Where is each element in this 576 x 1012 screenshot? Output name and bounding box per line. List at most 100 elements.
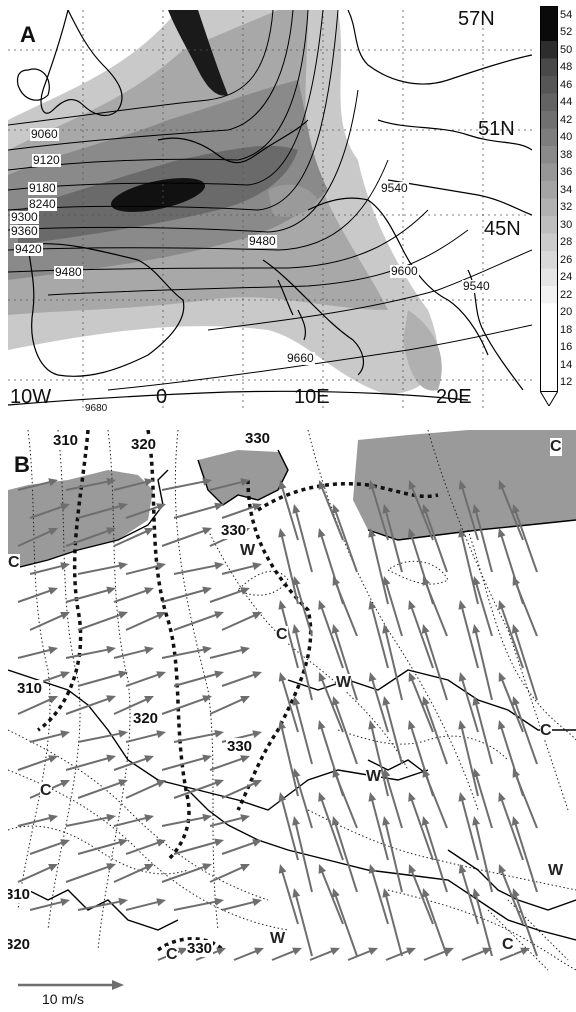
wind-vector-shaft [370,797,389,861]
wind-vector-shaft [474,509,493,573]
warm-center-symbol: W [366,768,382,786]
wind-vector-shaft [161,816,207,827]
wind-vector-head [421,624,430,634]
wind-vector-head [202,645,212,654]
contour-label: 9680 [84,402,109,412]
wind-vector-shaft [384,821,403,893]
wind-vector-head [254,947,264,956]
wind-vector-head [106,586,116,595]
wind-vector-shaft [514,581,538,637]
wind-vector-head [106,863,116,871]
theta-label: 330 [244,430,272,447]
wind-vector-shaft [125,900,161,911]
wind-vector-head [458,864,467,874]
panel-b-letter: B [14,452,30,477]
wind-vector-head [202,586,212,595]
theta-contour-line [207,529,409,771]
wind-vector-shaft [460,677,479,733]
wind-vector-head [214,779,224,787]
colorbar-swatch [540,181,558,199]
lon-label-0: 0 [156,386,168,408]
theta-contours [8,430,576,971]
cold-center-symbol: C [276,626,288,644]
wind-vector-shaft [294,893,313,957]
wind-vector-head [214,502,224,511]
wind-vectors [17,477,538,961]
wind-vector-head [458,480,467,490]
wind-vector-head [422,504,430,514]
theta-label: 330 [186,940,214,957]
wind-vector-head [472,696,481,706]
wind-vector-head [214,838,224,847]
wind-vector-shaft [384,893,403,957]
colorbar-swatch [540,6,558,24]
colorbar-swatch [540,251,558,269]
wind-vector-shaft [161,480,207,491]
wind-vector-head [318,672,327,682]
colorbar-tick-label: 18 [560,323,573,336]
wind-vector-head [382,504,391,514]
wind-vector-head [202,477,212,486]
wind-vector-head [252,839,262,847]
wind-vector-head [48,814,58,823]
wind-vector-shaft [384,629,403,701]
wind-vector-shaft [294,701,313,765]
wind-vector-shaft [384,773,403,829]
theta-contour-line [467,529,576,741]
wind-vector-shaft [347,949,373,961]
contour-label: 9600 [390,264,419,278]
wind-vector-shaft [113,816,149,827]
theta-label: 320 [132,710,160,727]
colorbar-tick-label: 14 [560,358,573,371]
wind-vector-shaft [65,756,111,771]
wind-vector-head [106,695,116,703]
contour-label: 9540 [462,279,491,293]
wind-vector-shaft [514,893,538,957]
wind-vector-head [240,755,250,763]
colorbar-swatch [540,146,558,164]
wind-vector-shaft [77,672,123,687]
wind-vector-shaft [173,564,219,575]
wind-vector-head [407,720,416,730]
wind-vector-head [332,888,340,898]
wind-vector-shaft [77,732,123,743]
lon-label-20e: 20E [436,386,472,408]
wind-vector-head [48,478,58,487]
wind-vector-shaft [173,672,219,687]
wind-vector-shaft [334,581,358,637]
wind-vector-head [368,864,377,874]
theta-contour-line [307,809,576,891]
wind-vector-head [472,624,480,634]
colorbar-swatch [540,93,558,112]
colorbar-swatch [540,216,558,234]
wind-vector-shaft [77,840,123,855]
theta-label: 320 [130,436,158,453]
colorbar-tick-label: 48 [560,61,573,74]
panel-b-wind-theta-map: B 310 320 330 330 310 320 330 310 320 33… [8,430,576,972]
wind-vector-shaft [423,629,448,701]
wind-vector-head [144,696,154,704]
wind-vector-shaft [423,821,448,893]
wind-vector-head [48,646,58,655]
wind-vector-head [118,611,128,619]
wind-vector-shaft [221,564,257,575]
contour-label: 9120 [32,153,61,167]
wind-vector-head [318,864,327,874]
wind-vector-shaft [29,732,65,743]
wind-vector-head [240,478,250,487]
colorbar-swatch [540,128,558,147]
wind-vector-head [512,696,520,706]
wind-vector-head [317,528,326,538]
theta-contour-line [8,729,269,901]
wind-vector-shaft [385,949,411,961]
colorbar-swatch [540,163,558,182]
wind-vector-head [118,729,128,738]
wind-vector-head [278,720,286,730]
wind-vector-head [422,696,430,706]
wind-vector-head [252,780,262,788]
cold-center-symbol: C [40,782,52,800]
wind-vector-head [278,528,286,538]
wind-vector-shaft [334,893,358,957]
wind-vector-shaft [320,677,344,733]
wind-vector-head [472,576,481,586]
